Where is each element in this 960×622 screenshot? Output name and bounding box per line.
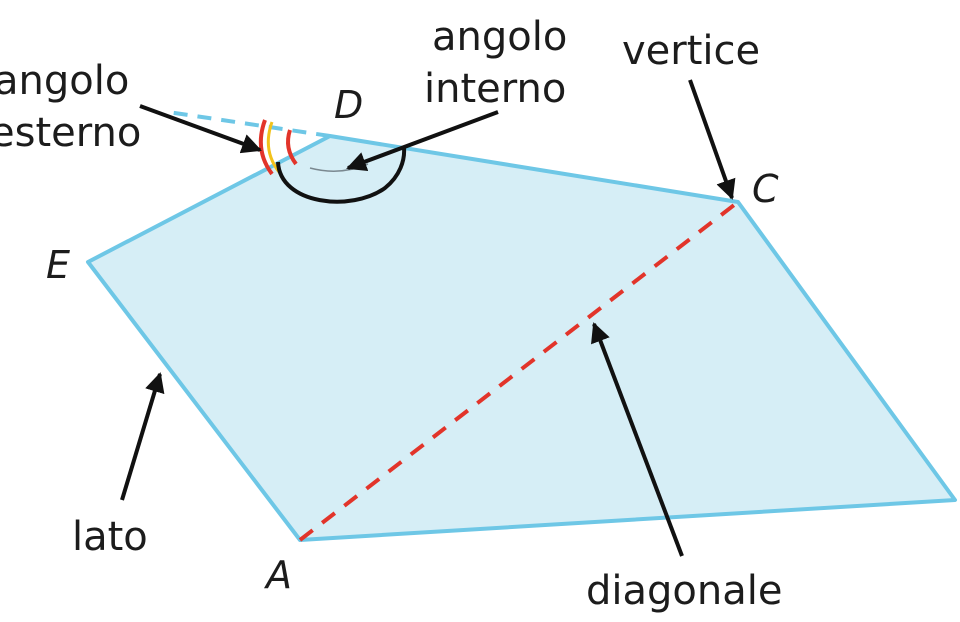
vertex-label-a: A — [263, 553, 292, 597]
lato-arrow — [120, 372, 165, 501]
side-extension-dashed — [167, 110, 331, 138]
exterior-angle-arc-yellow — [266, 121, 281, 173]
angolo-interno-label-line2: interno — [424, 66, 566, 112]
vertex-label-d: D — [334, 83, 363, 127]
angolo-esterno-label-line2: esterno — [0, 110, 141, 156]
diagonal-line — [298, 200, 740, 542]
vertex-label-e: E — [46, 243, 70, 287]
diagonale-label: diagonale — [586, 568, 782, 614]
exterior-angle-arc-inner — [286, 129, 298, 166]
angolo-esterno-label-line1: angolo — [0, 58, 129, 104]
interior-angle-arc — [276, 147, 407, 204]
diagonale-arrow — [591, 322, 684, 557]
angolo-interno-arrow — [346, 110, 499, 172]
angolo-interno-label-line1: angolo — [432, 14, 567, 60]
vertex-label-c: C — [752, 167, 779, 211]
pentagon-shape — [86, 134, 957, 542]
vertice-arrow — [688, 79, 736, 200]
lato-label: lato — [72, 514, 148, 560]
vertice-label: vertice — [622, 28, 760, 74]
angolo-esterno-arrow — [139, 104, 262, 154]
